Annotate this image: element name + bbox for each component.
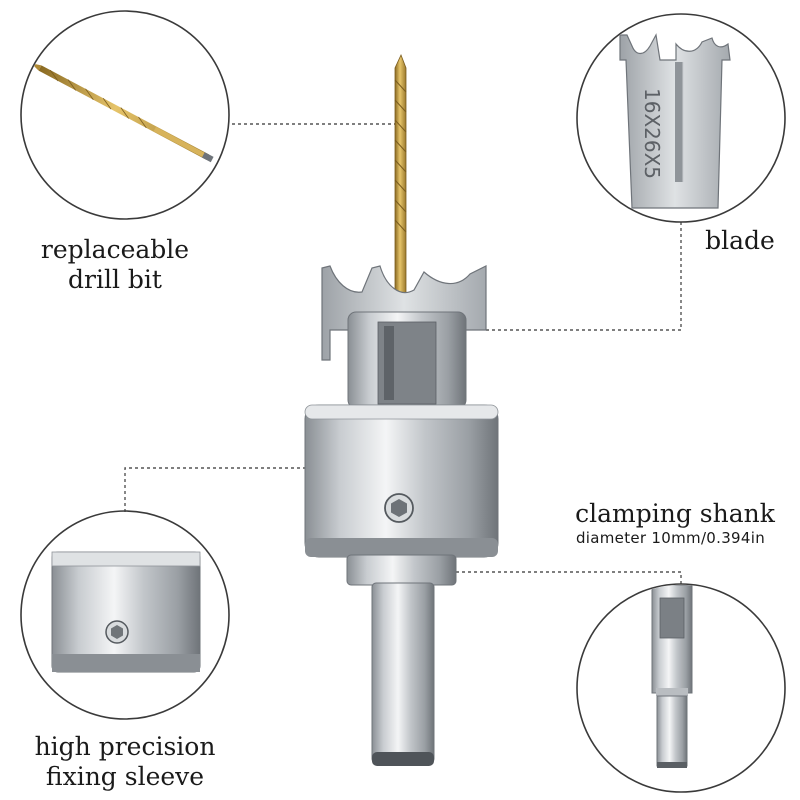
main-collar — [346, 554, 457, 586]
blade-icon: 16X26X5 — [619, 33, 731, 209]
sleeve-circle — [20, 510, 230, 720]
plug-cutter-main — [304, 53, 499, 766]
drill-bit-label: replaceable drill bit — [30, 235, 200, 295]
blade-engraving: 16X26X5 — [640, 88, 664, 179]
callout-circles — [20, 10, 786, 793]
blade-circle — [576, 13, 786, 223]
main-shank — [371, 582, 435, 764]
callout-line-blade — [485, 222, 682, 331]
shank-icon — [651, 585, 693, 768]
sleeve-icon — [51, 551, 201, 673]
drill-bit-label-line2: drill bit — [68, 265, 162, 294]
drill-bit-icon — [31, 63, 214, 163]
clamping-shank-diameter: diameter 10mm/0.394in — [575, 529, 766, 547]
drill-bit-circle — [20, 10, 230, 220]
callout-lines — [124, 123, 682, 584]
main-sleeve — [304, 404, 499, 558]
fixing-sleeve-label-line2: fixing sleeve — [45, 762, 205, 791]
shank-circle — [576, 583, 786, 793]
fixing-sleeve-label-line1: high precision — [34, 732, 216, 761]
drill-bit-label-line1: replaceable — [40, 235, 190, 264]
main-drill-bit — [394, 53, 407, 321]
fixing-sleeve-label: high precision fixing sleeve — [20, 732, 230, 792]
blade-label: blade — [705, 226, 775, 255]
clamping-shank-label: clamping shank — [575, 499, 775, 528]
callout-line-sleeve — [124, 467, 330, 512]
callout-line-shank — [420, 571, 682, 584]
